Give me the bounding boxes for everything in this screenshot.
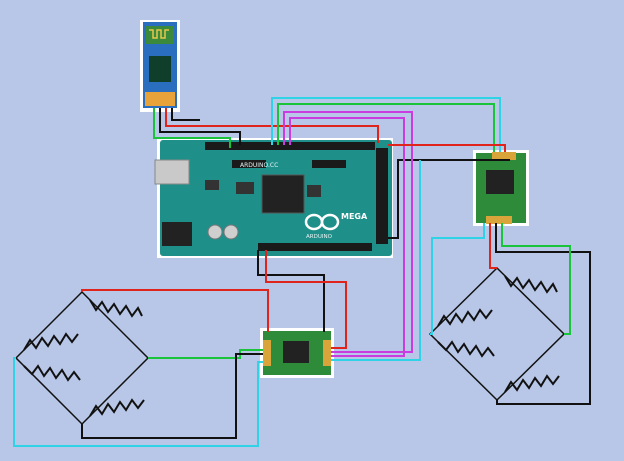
resistor-right-br: [504, 374, 560, 393]
wire-bt-black-2: [171, 108, 200, 121]
arduino-mega-board: ARDUINO.CC MEGA ARDUINO: [154, 138, 393, 258]
hx711-bottom-pins-right: [323, 340, 331, 366]
hx711-module-bottom: [260, 328, 334, 378]
header-small: [232, 160, 266, 168]
wire-right-bridge-red: [489, 223, 497, 269]
wire-bottom-cyan: [331, 160, 421, 361]
resistor-left-tr: [89, 299, 143, 318]
power-jack: [162, 222, 192, 246]
wire-left-bridge-red: [81, 289, 269, 332]
board-logo-label: ARDUINO: [306, 234, 333, 240]
bluetooth-module: [140, 20, 180, 112]
wire-bt-green: [153, 108, 231, 148]
hx711-right-chip: [486, 170, 514, 194]
side-header: [376, 148, 388, 244]
hx711-module-right: [473, 150, 529, 226]
wire-right-bridge-cyan: [430, 223, 485, 335]
wire-board-green: [277, 103, 495, 152]
wire-right-red: [388, 144, 506, 152]
wire-right-bridge-green: [501, 223, 571, 335]
wire-board-magenta-2: [289, 117, 405, 150]
wire-left-bridge-cyan: [13, 357, 263, 447]
hx711-bottom-pins-left: [263, 340, 271, 366]
wire-bt-black: [159, 108, 241, 145]
small-chip-3: [307, 185, 321, 197]
wire-right-black: [388, 159, 510, 239]
bt-antenna-board: [146, 26, 174, 44]
resistor-left-bl: [23, 364, 81, 382]
capacitor-2: [223, 224, 239, 240]
load-cell-bridge-left: [14, 290, 150, 426]
bt-pins: [145, 92, 175, 106]
load-cell-bridge-right: [428, 266, 566, 402]
hx711-right-pins-top: [492, 152, 516, 160]
hx711-bottom-chip: [283, 341, 309, 363]
arduino-infinity-logo: [304, 213, 340, 231]
small-chip-2: [236, 182, 254, 194]
usb-port: [154, 159, 190, 185]
small-chip: [205, 180, 219, 190]
resistor-right-bl: [437, 340, 495, 358]
board-brand-label: ARDUINO.CC: [240, 162, 278, 169]
board-model-label: MEGA: [341, 212, 368, 221]
hx711-right-pins-bottom: [486, 216, 512, 224]
resistor-right-tr: [504, 275, 558, 294]
resistor-left-br: [89, 398, 145, 417]
microcontroller-chip: [261, 174, 305, 214]
bt-chip: [149, 56, 171, 82]
resistor-right-tl: [437, 308, 493, 327]
header-small-2: [312, 160, 346, 168]
wire-bottom-red: [265, 250, 347, 349]
bt-antenna-trace: [149, 29, 169, 39]
wires: [13, 97, 591, 447]
capacitor: [207, 224, 223, 240]
wire-bottom-black: [257, 250, 325, 332]
wire-bottom-magenta-2: [331, 150, 405, 357]
wire-bottom-magenta: [331, 150, 413, 353]
wire-board-magenta: [283, 111, 413, 150]
wire-board-cyan: [271, 97, 501, 152]
top-header: [205, 142, 375, 150]
resistor-left-tl: [23, 332, 79, 351]
wire-right-bridge-black: [495, 223, 591, 405]
wire-left-bridge-black: [81, 353, 263, 439]
bottom-header: [258, 243, 372, 251]
